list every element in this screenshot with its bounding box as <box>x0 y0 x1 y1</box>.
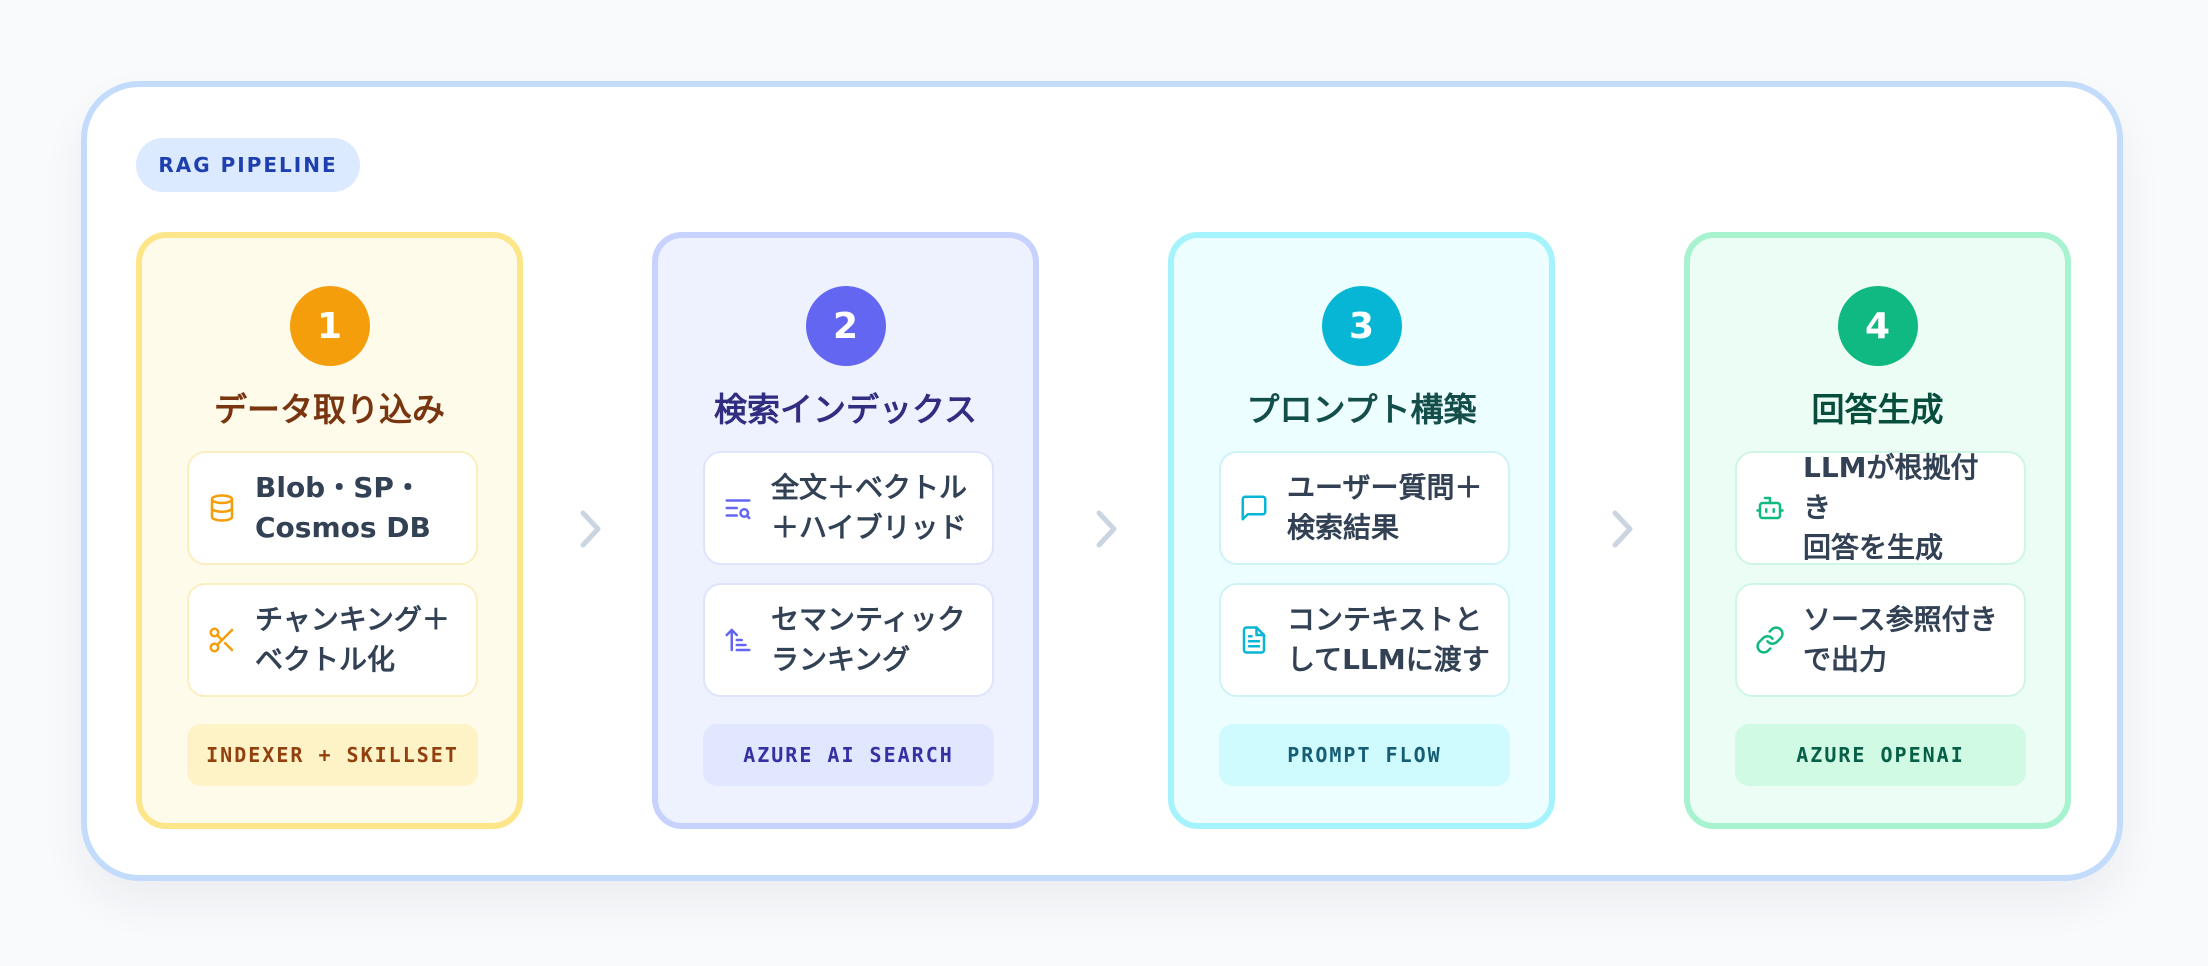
item-text: ソース参照付き で出力 <box>1803 603 1998 676</box>
link-icon <box>1755 625 1785 655</box>
stage-item: ユーザー質問＋ 検索結果 <box>1219 451 1510 565</box>
text-search-icon <box>723 493 753 523</box>
stage-title: プロンプト構築 <box>1246 390 1477 429</box>
item-text: コンテキストと してLLMに渡す <box>1287 603 1490 676</box>
stage-title: 回答生成 <box>1811 390 1944 429</box>
sort-ranking-icon <box>723 625 753 655</box>
message-square-icon <box>1239 493 1269 523</box>
stage-item: LLMが根拠付き 回答を生成 <box>1735 451 2026 565</box>
step-number: 1 <box>289 286 370 366</box>
chevron-right-icon <box>580 510 601 548</box>
stage-item: コンテキストと してLLMに渡す <box>1219 583 1510 697</box>
tech-label: INDEXER + SKILLSET <box>187 724 478 786</box>
stage-data-ingestion: 1 データ取り込み Blob・SP・ Cosmos DB チャンキング＋ ベクト… <box>136 232 523 829</box>
stage-item: セマンティック ランキング <box>703 583 994 697</box>
item-text: 全文＋ベクトル ＋ハイブリッド <box>771 471 968 544</box>
bot-icon <box>1755 493 1785 523</box>
stage-answer-generation: 4 回答生成 LLMが根拠付き 回答を生成 ソース参照付き で出力 AZURE … <box>1684 232 2071 829</box>
database-icon <box>207 493 237 523</box>
tech-label: AZURE AI SEARCH <box>703 724 994 786</box>
item-text: ユーザー質問＋ 検索結果 <box>1287 471 1483 544</box>
tech-label: PROMPT FLOW <box>1219 724 1510 786</box>
stage-item: ソース参照付き で出力 <box>1735 583 2026 697</box>
stage-title: 検索インデックス <box>713 390 977 429</box>
stage-item: チャンキング＋ ベクトル化 <box>187 583 478 697</box>
item-text: LLMが根拠付き 回答を生成 <box>1803 451 1979 564</box>
stage-search-index: 2 検索インデックス 全文＋ベクトル ＋ハイブリッド セマンティック ランキング <box>652 232 1039 829</box>
stage-prompt-building: 3 プロンプト構築 ユーザー質問＋ 検索結果 コンテキストと してLLMに渡す … <box>1168 232 1555 829</box>
item-text: Blob・SP・ Cosmos DB <box>255 471 431 544</box>
chevron-right-icon <box>1612 510 1633 548</box>
step-number: 4 <box>1837 286 1918 366</box>
tech-label: AZURE OPENAI <box>1735 724 2026 786</box>
item-text: セマンティック ランキング <box>771 603 966 676</box>
stage-title: データ取り込み <box>214 390 445 429</box>
item-text: チャンキング＋ ベクトル化 <box>255 603 450 676</box>
step-number: 2 <box>805 286 886 366</box>
pipeline-badge: RAG PIPELINE <box>136 138 360 192</box>
scissors-icon <box>207 625 237 655</box>
chevron-right-icon <box>1096 510 1117 548</box>
stage-item: Blob・SP・ Cosmos DB <box>187 451 478 565</box>
file-text-icon <box>1239 625 1269 655</box>
stage-item: 全文＋ベクトル ＋ハイブリッド <box>703 451 994 565</box>
step-number: 3 <box>1321 286 1402 366</box>
